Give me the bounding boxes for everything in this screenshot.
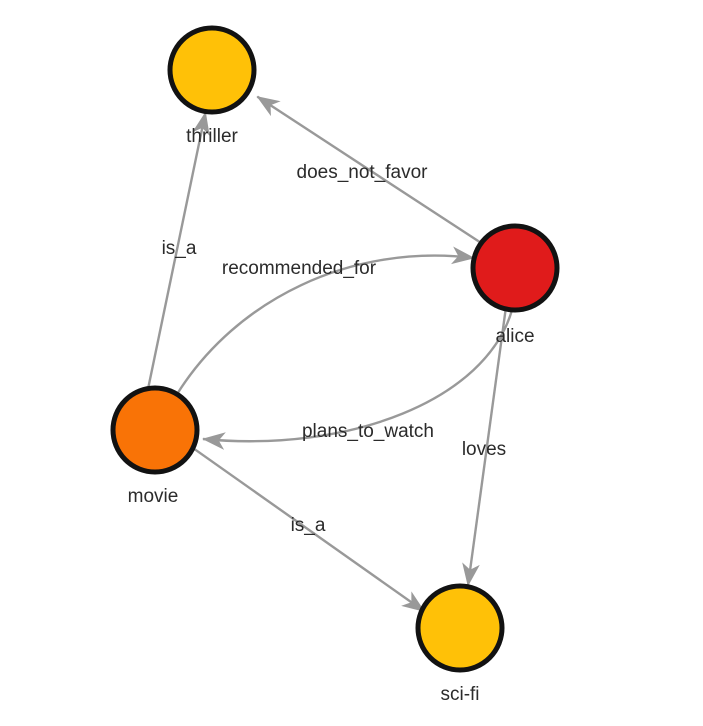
node-labels-group: thriller alice movie sci-fi	[128, 126, 535, 705]
node-label-thriller: thriller	[186, 126, 238, 147]
edge-label-is-a-scifi: is_a	[291, 515, 326, 536]
edge-movie-scifi[interactable]	[192, 447, 426, 613]
edges-group	[147, 95, 514, 613]
nodes-group	[110, 25, 560, 673]
node-sci-fi[interactable]	[415, 583, 505, 673]
edge-alice-scifi[interactable]	[462, 308, 507, 587]
edge-label-is-a-thriller: is_a	[162, 238, 197, 259]
edge-movie-alice[interactable]	[175, 246, 475, 395]
node-movie[interactable]	[110, 385, 200, 475]
edge-label-recommended-for: recommended_for	[222, 258, 377, 279]
node-alice[interactable]	[470, 223, 560, 313]
node-label-movie: movie	[128, 486, 179, 507]
edge-label-loves: loves	[462, 439, 506, 460]
edge-alice-movie[interactable]	[202, 309, 514, 450]
edge-movie-thriller[interactable]	[147, 111, 210, 389]
node-label-alice: alice	[495, 326, 534, 347]
edge-label-plans-to-watch: plans_to_watch	[302, 421, 434, 442]
node-thriller[interactable]	[167, 25, 257, 115]
edge-alice-thriller[interactable]	[256, 95, 483, 245]
node-label-sci-fi: sci-fi	[440, 684, 479, 705]
edge-label-does-not-favor: does_not_favor	[297, 162, 429, 183]
edge-labels-group: does_not_favor recommended_for plans_to_…	[162, 162, 507, 536]
